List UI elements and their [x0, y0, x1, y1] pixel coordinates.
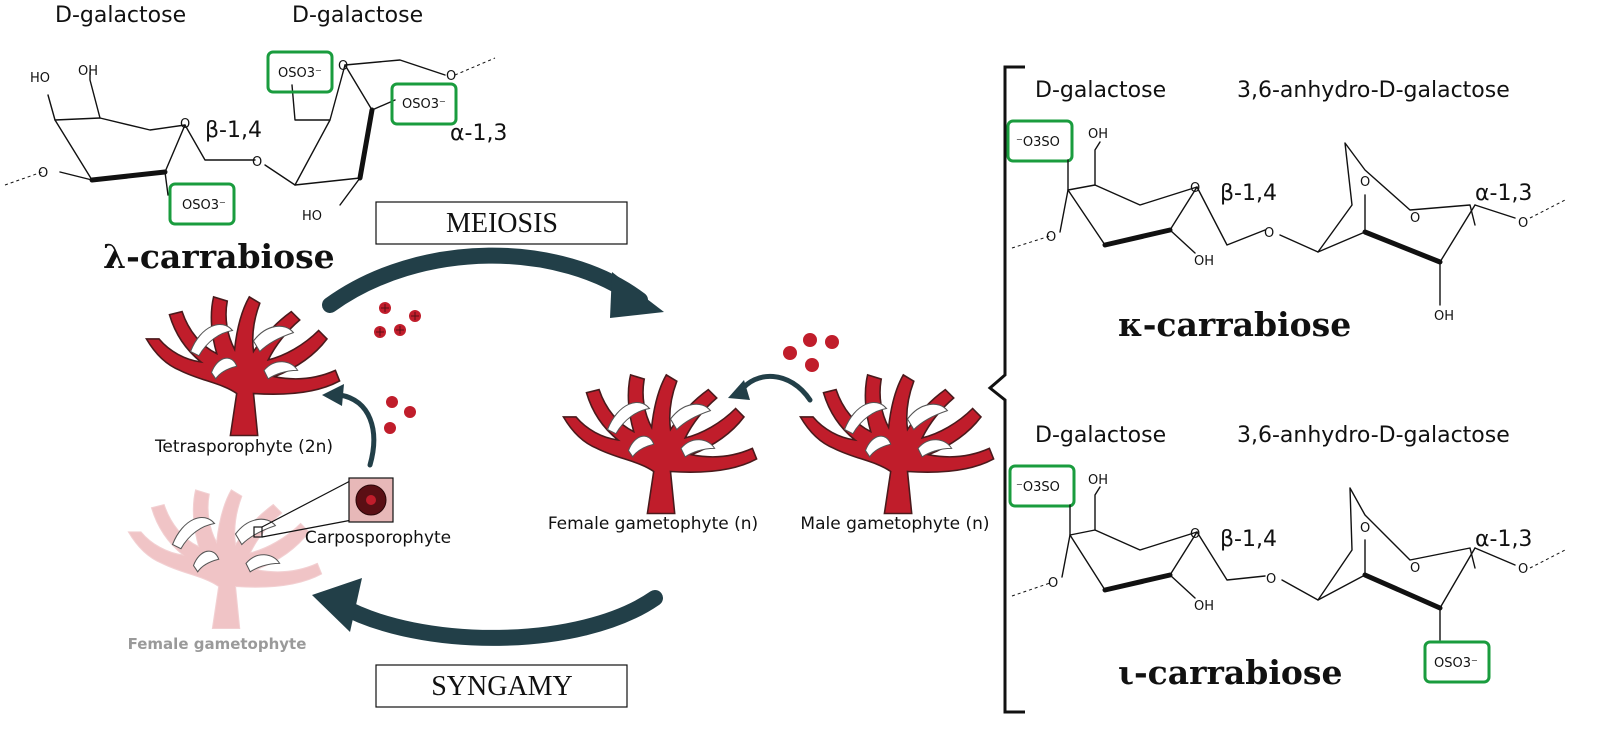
life-cycle-diagram: MEIOSIS SYNGAMY	[128, 201, 995, 708]
kappa-ring-o-1: O	[1190, 181, 1200, 196]
lambda-ho-atom: HO	[30, 71, 50, 86]
tetrasporophyte-alga	[145, 296, 341, 437]
lambda-oh-atom: OH	[78, 64, 98, 79]
carpospore-arrowhead	[322, 384, 344, 406]
syngamy-label: SYNGAMY	[431, 671, 573, 702]
iota-carrabiose-name: ι-carrabiose	[1118, 653, 1343, 692]
lambda-oso3-2: OSO3⁻	[278, 66, 322, 81]
lambda-ho-atom-2: HO	[302, 209, 322, 224]
kappa-beta-link: β-1,4	[1220, 181, 1277, 206]
lambda-sulfate-box-1	[168, 182, 236, 226]
male-gametophyte-alga	[799, 374, 995, 515]
kappa-carrabiose-name: κ-carrabiose	[1118, 305, 1351, 344]
syngamy-arrowhead	[312, 578, 362, 632]
carposporophyte-label: Carposporophyte	[305, 528, 451, 548]
male-gametophyte-label: Male gametophyte (n)	[800, 514, 989, 534]
lambda-oso3-1: OSO3⁻	[182, 198, 226, 213]
iota-sulfate-box-1	[1008, 464, 1076, 508]
iota-o-left: O	[1048, 576, 1058, 591]
tetraspores	[374, 302, 421, 338]
iota-glyco-o: O	[1266, 572, 1276, 587]
kappa-o3so: ⁻O3SO	[1016, 135, 1060, 150]
fertilization-arrow	[737, 374, 813, 403]
kappa-oh-right: OH	[1434, 309, 1454, 324]
kappa-right-unit-label: 3,6-anhydro-D-galactose	[1237, 78, 1510, 103]
meiosis-arrow	[322, 247, 648, 313]
iota-oh-bottom: OH	[1194, 599, 1214, 614]
lambda-sulfate-box-2	[266, 50, 334, 94]
meiosis-box	[375, 201, 628, 245]
syngamy-box	[375, 664, 628, 708]
kappa-sulfate-box	[1006, 119, 1074, 163]
kappa-ring-o-2: O	[1360, 175, 1370, 190]
meiosis-arrowhead	[610, 272, 664, 318]
faded-female-gametophyte-label: Female gametophyte	[128, 635, 307, 653]
lambda-ring-o-1: O	[180, 117, 190, 132]
kappa-left-unit-label: D-galactose	[1035, 78, 1166, 103]
meiosis-label: MEIOSIS	[446, 208, 558, 239]
lambda-right-unit-label: D-galactose	[292, 3, 423, 28]
iota-beta-link: β-1,4	[1220, 527, 1277, 552]
iota-ring-o-1: O	[1190, 527, 1200, 542]
lambda-alpha-link: α-1,3	[450, 121, 507, 146]
lambda-o-right: O	[446, 69, 456, 84]
lambda-glyco-o: O	[252, 155, 262, 170]
iota-sulfate-box-2	[1423, 640, 1491, 684]
lambda-left-unit-label: D-galactose	[55, 3, 186, 28]
carpospores	[384, 396, 416, 434]
lambda-carrabiose-name: λ-carrabiose	[103, 237, 335, 276]
spermatia	[783, 333, 839, 372]
kappa-carrabiose-structure: D-galactose 3,6-anhydro-D-galactose ⁻O3S…	[1006, 78, 1566, 344]
iota-ring-o-2: O	[1360, 521, 1370, 536]
iota-alpha-link: α-1,3	[1475, 527, 1532, 552]
iota-oh-top: OH	[1088, 473, 1108, 488]
kappa-oh-top: OH	[1088, 127, 1108, 142]
kappa-glyco-o: O	[1264, 226, 1274, 241]
female-gametophyte-alga	[562, 374, 758, 515]
kappa-o-left: O	[1046, 230, 1056, 245]
iota-carrabiose-structure: D-galactose 3,6-anhydro-D-galactose ⁻O3S…	[1008, 423, 1566, 692]
fertilization-arrowhead	[728, 380, 750, 400]
iota-o3so: ⁻O3SO	[1016, 480, 1060, 495]
lambda-oso3-3: OSO3⁻	[402, 97, 446, 112]
iota-oso3: OSO3⁻	[1434, 656, 1478, 671]
kappa-ring-o-3: O	[1410, 211, 1420, 226]
tetrasporophyte-label: Tetrasporophyte (2n)	[154, 437, 333, 457]
female-gametophyte-label: Female gametophyte (n)	[548, 514, 758, 534]
iota-ring-o-3: O	[1410, 561, 1420, 576]
lambda-beta-link: β-1,4	[205, 118, 262, 143]
lambda-ring-o-2: O	[338, 59, 348, 74]
lambda-carrabiose-structure: D-galactose D-galactose HO OH O O O β-1,…	[4, 3, 507, 276]
carposporophyte-marker	[253, 526, 263, 538]
iota-left-unit-label: D-galactose	[1035, 423, 1166, 448]
lambda-sulfate-box-3	[390, 82, 458, 126]
kappa-o-right: O	[1518, 216, 1528, 231]
syngamy-arrow	[332, 590, 663, 646]
lambda-o-left: O	[38, 166, 48, 181]
kappa-alpha-link: α-1,3	[1475, 181, 1532, 206]
structures-bracket	[987, 65, 1025, 714]
iota-o-right: O	[1518, 562, 1528, 577]
kappa-oh-bottom: OH	[1194, 254, 1214, 269]
carpospore-arrow	[337, 392, 377, 468]
iota-right-unit-label: 3,6-anhydro-D-galactose	[1237, 423, 1510, 448]
